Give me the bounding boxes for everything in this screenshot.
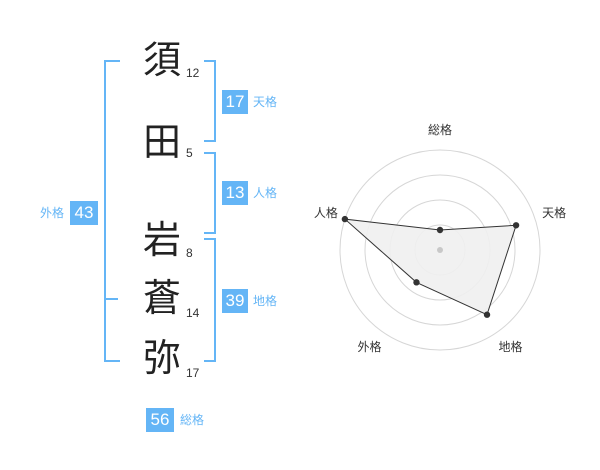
chikaku-label: 地格 — [253, 294, 278, 308]
gaikaku-label: 外格 — [40, 206, 65, 220]
radar-points — [341, 215, 520, 318]
radar-shape — [343, 218, 517, 316]
tenkaku-bracket — [204, 60, 216, 142]
jinkaku-value: 13 — [222, 181, 248, 205]
tenkaku-value: 17 — [222, 90, 248, 114]
soukaku-value: 56 — [146, 408, 174, 432]
radar-point-3 — [413, 279, 420, 286]
radar-point-4 — [341, 215, 349, 223]
name-char-5: 弥 — [142, 336, 181, 380]
radar-axis-label-2: 地格 — [499, 339, 523, 354]
jinkaku-bracket — [204, 152, 216, 234]
name-char-1: 須 — [142, 38, 181, 82]
stroke-count-4: 14 — [186, 306, 200, 320]
chikaku-bracket — [204, 238, 216, 362]
stroke-count-3: 8 — [186, 246, 193, 260]
radar-ring-3 — [364, 174, 516, 326]
name-char-4: 蒼 — [142, 276, 181, 320]
stroke-count-1: 12 — [186, 66, 200, 80]
radar-point-0 — [436, 226, 444, 234]
radar-point-2 — [483, 311, 491, 318]
name-char-3: 岩 — [142, 218, 181, 262]
radar-axis-label-4: 人格 — [314, 205, 338, 220]
radar-ring-4 — [339, 149, 541, 351]
tenkaku-label: 天格 — [253, 95, 278, 109]
radar-center-dot — [437, 247, 443, 253]
soukaku-label: 総格 — [180, 413, 205, 427]
stroke-count-2: 5 — [186, 146, 193, 160]
jinkaku-label: 人格 — [253, 186, 278, 200]
stroke-count-5: 17 — [186, 366, 200, 380]
gaikaku-bracket — [104, 60, 120, 362]
radar-axis-label-0: 総格 — [428, 122, 452, 137]
radar-point-1 — [512, 222, 520, 229]
radar-axis-label-1: 天格 — [542, 205, 566, 220]
gaikaku-value: 43 — [70, 201, 98, 225]
gaikaku-bracket-tick — [104, 298, 118, 300]
name-char-2: 田 — [142, 120, 181, 164]
chikaku-value: 39 — [222, 289, 248, 313]
radar-axis-label-3: 外格 — [357, 339, 381, 354]
